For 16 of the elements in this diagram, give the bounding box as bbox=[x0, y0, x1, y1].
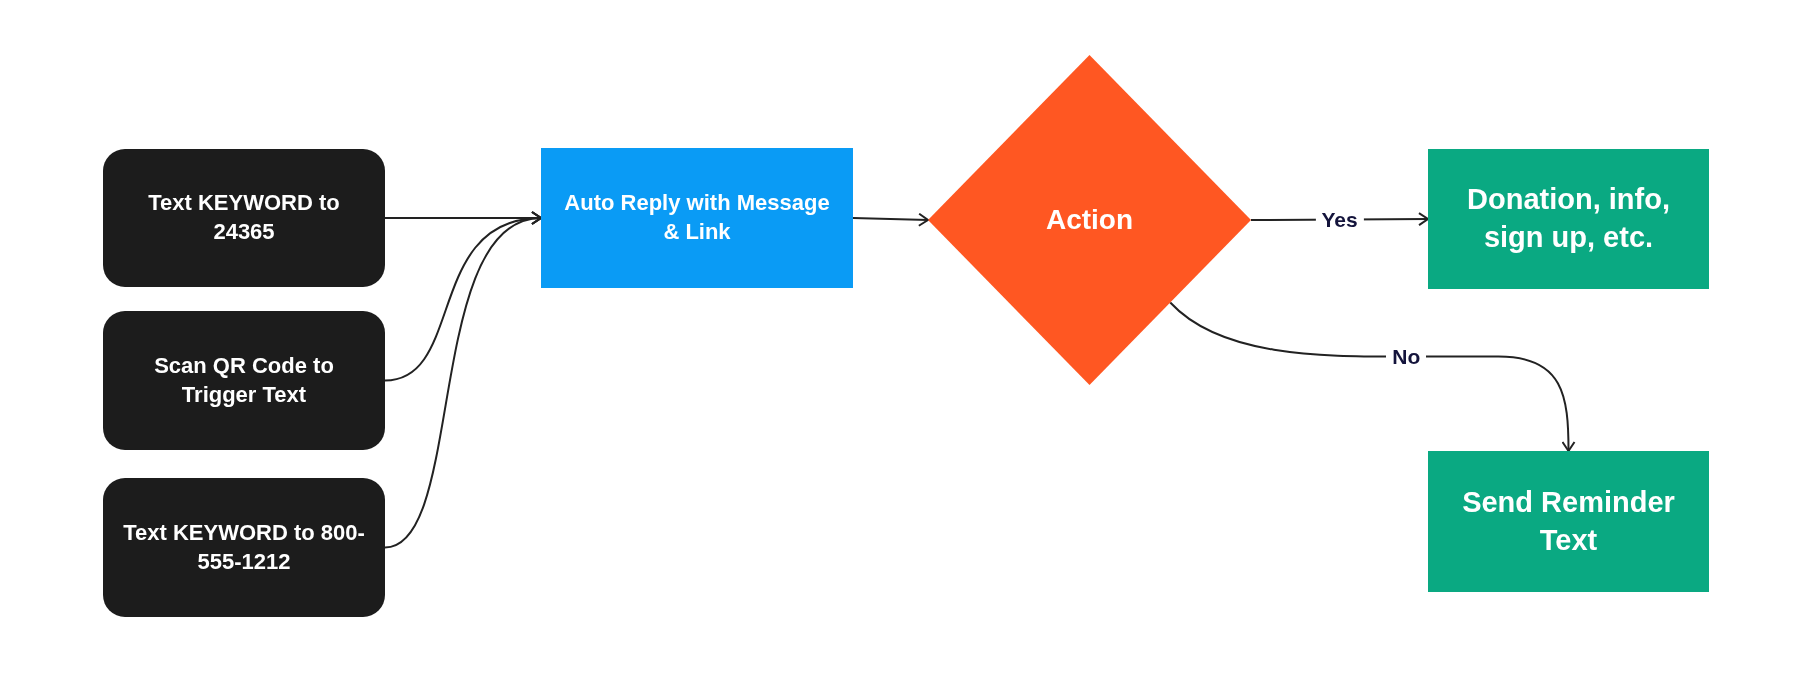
arrow bbox=[384, 213, 542, 549]
node-text: Text KEYWORD to 800-555-1212 bbox=[122, 518, 366, 576]
process-box bbox=[1428, 149, 1709, 289]
process-box bbox=[541, 148, 853, 288]
process-box bbox=[103, 311, 385, 450]
process-box bbox=[103, 478, 385, 617]
process-box bbox=[103, 149, 385, 287]
node-text: Action bbox=[1045, 202, 1134, 237]
arrow bbox=[1169, 301, 1576, 452]
node-text: Scan QR Code to Trigger Text bbox=[153, 351, 335, 409]
node-text: Send Reminder Text bbox=[1461, 484, 1676, 558]
arrow bbox=[852, 212, 929, 227]
node-text: Auto Reply with Message & Link bbox=[563, 189, 831, 246]
node-text: Donation, info, sign up, etc. bbox=[1466, 182, 1671, 255]
process-box bbox=[1428, 451, 1709, 592]
node-text: Text KEYWORD to 24365 bbox=[147, 189, 341, 246]
